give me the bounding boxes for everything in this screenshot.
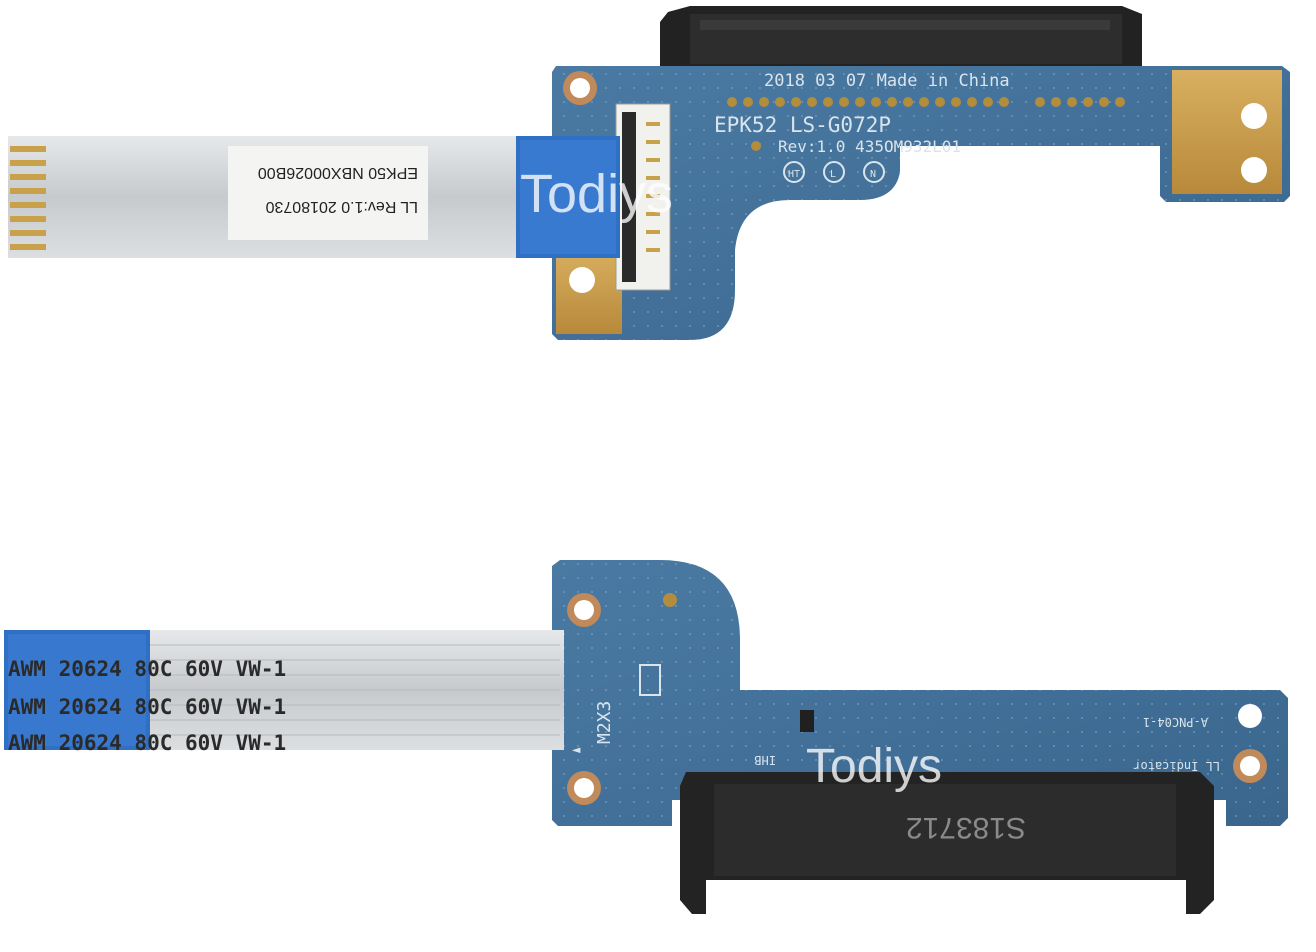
- bottom-pcb: M2X3 ◄ A-PNC04-1 LL Indicator IHB: [552, 560, 1288, 826]
- top-assembly: HT L N 2018 03 07 Made in China EPK52 LS…: [8, 6, 1290, 340]
- bottom-silk-partcode: A-PNC04-1: [1143, 715, 1208, 729]
- bottom-connector-code: S183712: [906, 811, 1026, 844]
- top-pcb: HT L N 2018 03 07 Made in China EPK52 LS…: [552, 66, 1290, 340]
- top-ribbon-contacts: [10, 146, 46, 250]
- top-sata-connector: [660, 6, 1142, 78]
- bottom-sata-connector: S183712: [680, 772, 1214, 914]
- top-ribbon-cable: LL Rev:1.0 20180730 EPK50 NBX00026B00: [8, 136, 620, 258]
- top-cable-label-line1: LL Rev:1.0 20180730: [265, 198, 418, 215]
- top-silk-model: EPK52 LS-G072P: [714, 113, 891, 137]
- bottom-cable-print-2: AWM 20624 80C 60V VW-1: [8, 695, 286, 719]
- bottom-silk-screw: M2X3: [594, 701, 615, 744]
- marker-ht: HT: [788, 169, 800, 180]
- top-silk-date: 2018 03 07 Made in China: [764, 71, 1010, 91]
- watermark-top: Todiys: [520, 164, 673, 224]
- bottom-assembly: M2X3 ◄ A-PNC04-1 LL Indicator IHB S18371…: [4, 560, 1288, 914]
- bottom-cable-print-3: AWM 20624 80C 60V VW-1: [8, 731, 286, 755]
- top-cable-label-line2: EPK50 NBX00026B00: [258, 164, 418, 181]
- bottom-silk-arrow: ◄: [572, 742, 581, 758]
- bottom-silk-extra: IHB: [754, 753, 776, 767]
- top-silk-markers: HT L N: [751, 141, 885, 183]
- watermark-bottom: Todiys: [806, 740, 942, 793]
- top-silk-revision: Rev:1.0 435OM932L01: [778, 137, 961, 156]
- bottom-ribbon-cable: AWM 20624 80C 60V VW-1 AWM 20624 80C 60V…: [4, 630, 564, 755]
- bottom-cable-print-1: AWM 20624 80C 60V VW-1: [8, 657, 286, 681]
- marker-l: L: [830, 169, 836, 180]
- top-cable-label: [228, 146, 428, 240]
- marker-n: N: [870, 169, 876, 180]
- bottom-silk-led: LL Indicator: [1133, 759, 1220, 773]
